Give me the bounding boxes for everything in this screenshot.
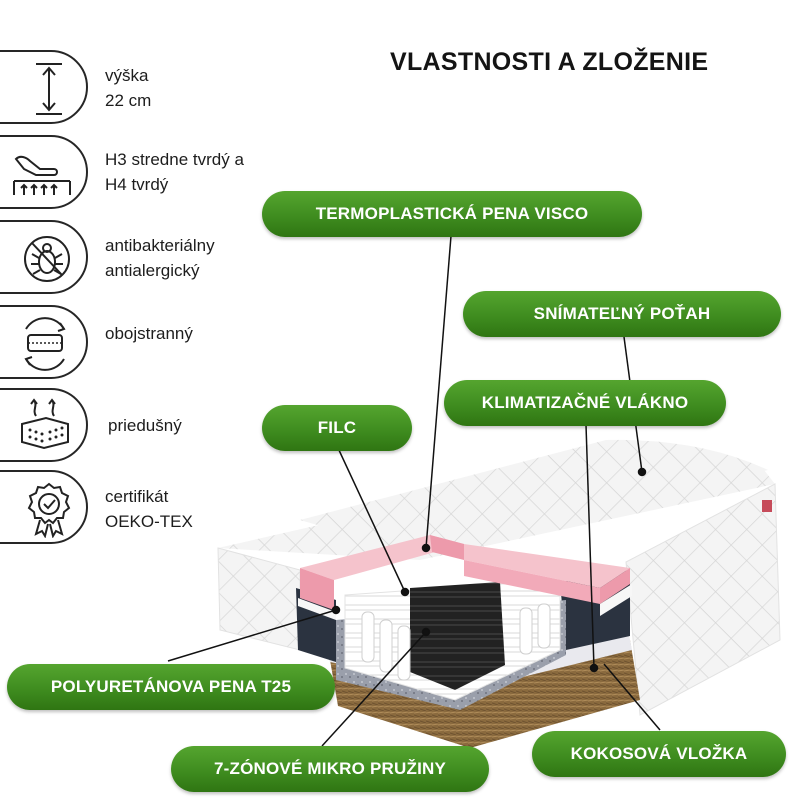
feature-reversible	[0, 305, 88, 379]
feature-firmness-text: H3 stredne tvrdý a H4 tvrdý	[105, 147, 244, 197]
page-title: VLASTNOSTI A ZLOŽENIE	[390, 48, 709, 76]
feature-height	[0, 50, 88, 124]
reversible-mattress-icon	[24, 317, 66, 371]
label-removable-cover: SNÍMATEĽNÝ POŤAH	[463, 291, 781, 337]
feature-firmness-line2: H4 tvrdý	[105, 175, 169, 194]
label-climate-fiber-text: KLIMATIZAČNÉ VLÁKNO	[481, 393, 689, 412]
feature-certificate-line2: OEKO-TEX	[105, 512, 193, 531]
fiber-edge-right	[600, 584, 632, 616]
visco-right-edge	[600, 568, 630, 604]
label-coconut-insert: KOKOSOVÁ VLOŽKA	[532, 731, 786, 777]
feature-reversible-text: obojstranný	[105, 321, 193, 346]
feature-certificate-line1: certifikát	[105, 487, 169, 506]
visco-front-edge	[464, 560, 600, 604]
height-arrow-icon	[36, 63, 62, 115]
feature-antibacterial-text: antibakteriálny antialergický	[105, 233, 215, 283]
mattress-right-side	[625, 483, 781, 716]
feature-height-line1: výška	[105, 66, 149, 85]
label-felt-text: FILC	[317, 418, 357, 437]
mattress-top-back	[300, 439, 768, 555]
feature-firmness-line1: H3 stredne tvrdý a	[105, 150, 244, 169]
label-micro-springs: 7-ZÓNOVÉ MIKRO PRUŽINY	[171, 746, 489, 792]
breathable-foam-icon	[21, 398, 69, 450]
certificate-badge-icon	[27, 482, 71, 538]
feature-breathable	[0, 388, 88, 462]
feature-certificate	[0, 470, 88, 544]
firmness-hand-icon	[13, 155, 71, 195]
bug-crossed-icon	[24, 236, 70, 282]
label-visco-foam: TERMOPLASTICKÁ PENA VISCO	[262, 191, 642, 237]
label-visco-foam-text: TERMOPLASTICKÁ PENA VISCO	[315, 204, 589, 223]
feature-antibacterial-line2: antialergický	[105, 261, 200, 280]
mattress-left-side	[217, 547, 301, 651]
feature-reversible-line1: obojstranný	[105, 324, 193, 343]
label-micro-springs-text: 7-ZÓNOVÉ MIKRO PRUŽINY	[213, 759, 447, 778]
label-felt: FILC	[262, 405, 412, 451]
feature-height-line2: 22 cm	[105, 91, 152, 110]
feature-antibacterial-line1: antibakteriálny	[105, 236, 215, 255]
label-climate-fiber: KLIMATIZAČNÉ VLÁKNO	[444, 380, 726, 426]
label-polyurethane-foam-text: POLYURETÁNOVA PENA T25	[50, 677, 292, 696]
feature-certificate-text: certifikát OEKO-TEX	[105, 484, 193, 534]
brand-tag-icon	[762, 500, 772, 512]
feature-breathable-text: priedušný	[108, 413, 182, 438]
visco-left-edge	[300, 568, 334, 610]
label-removable-cover-text: SNÍMATEĽNÝ POŤAH	[533, 304, 711, 323]
feature-firmness	[0, 135, 88, 209]
feature-antibacterial	[0, 220, 88, 294]
feature-height-text: výška 22 cm	[105, 63, 151, 113]
spring-core-dark	[410, 582, 505, 690]
label-coconut-insert-text: KOKOSOVÁ VLOŽKA	[570, 744, 748, 763]
feature-breathable-line1: priedušný	[108, 416, 182, 435]
label-polyurethane-foam: POLYURETÁNOVA PENA T25	[7, 664, 335, 710]
